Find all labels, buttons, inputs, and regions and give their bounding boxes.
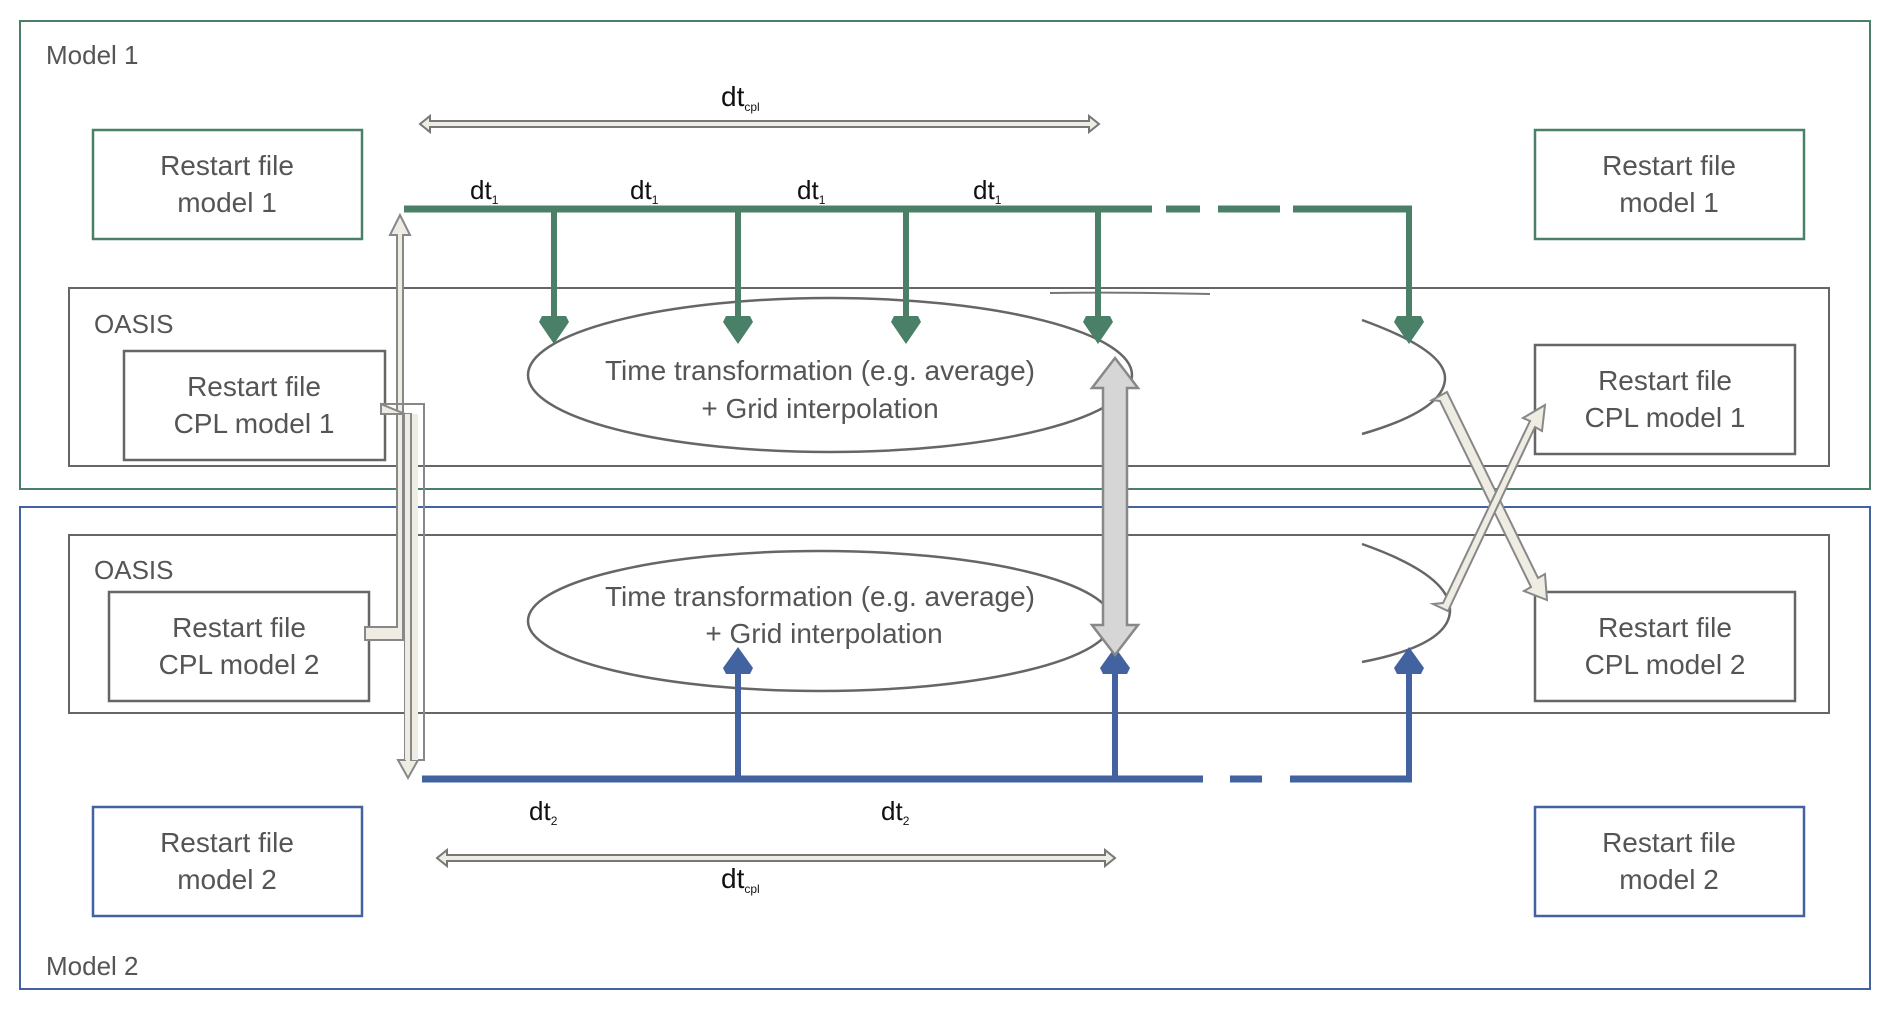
- timestep-label: dt2: [529, 796, 558, 828]
- bidirectional-exchange-arrow: [1089, 355, 1141, 658]
- svg-text:CPL model 1: CPL model 1: [1585, 402, 1746, 433]
- model2-title: Model 2: [46, 951, 139, 981]
- svg-text:model 1: model 1: [177, 187, 277, 218]
- timestep-label: dt1: [973, 175, 1002, 207]
- oasis2-container: [68, 534, 1830, 714]
- coupling-period-arrow-bottom: [435, 847, 1117, 869]
- model1-send-arrow: [891, 209, 921, 344]
- svg-text:Time transformation (e.g. aver: Time transformation (e.g. average): [605, 581, 1035, 612]
- restart-file-model2-left: Restart file model 2: [91, 805, 364, 918]
- model2-send-arrows: [723, 647, 1424, 779]
- coupling-period-arrow-top: [418, 113, 1101, 135]
- timestep-label: dt2: [881, 796, 910, 828]
- restart-file-cpl-model1-left: Restart file CPL model 1: [122, 349, 387, 462]
- oasis1-title: OASIS: [94, 309, 173, 339]
- restart-file-cpl-model2-right: Restart file CPL model 2: [1533, 590, 1797, 703]
- model2-send-arrow: [723, 647, 753, 779]
- model1-timestep-labels: dt1 dt1 dt1 dt1: [470, 175, 1002, 207]
- cross-exchange-arrow-to-cpl-model1: [1429, 403, 1547, 613]
- svg-text:CPL model 2: CPL model 2: [1585, 649, 1746, 680]
- coupling-period-label-bottom: dtcpl: [721, 863, 760, 896]
- model1-container: [19, 20, 1871, 490]
- cross-exchange-arrow-to-cpl-model2: [1428, 390, 1549, 602]
- restart-file-model2-right: Restart file model 2: [1533, 805, 1806, 918]
- restart-file-cpl-model2-left: Restart file CPL model 2: [107, 590, 371, 703]
- restart-file-cpl-model1-right: Restart file CPL model 1: [1533, 343, 1797, 456]
- timestep-label: dt1: [797, 175, 826, 207]
- svg-text:Restart file: Restart file: [1598, 365, 1732, 396]
- svg-text:Restart file: Restart file: [160, 827, 294, 858]
- svg-text:Restart file: Restart file: [160, 150, 294, 181]
- timestep-label: dt1: [630, 175, 659, 207]
- oasis1-container: [68, 287, 1830, 467]
- svg-text:Restart file: Restart file: [1602, 150, 1736, 181]
- svg-text:model 2: model 2: [1619, 864, 1719, 895]
- model2-timestep-labels: dt2 dt2: [529, 796, 910, 828]
- coupling-period-label-top: dtcpl: [721, 81, 760, 114]
- model1-send-arrows: [539, 209, 1424, 344]
- svg-text:Restart file: Restart file: [1598, 612, 1732, 643]
- model1-send-arrow: [1083, 209, 1113, 344]
- model1-send-arrow: [723, 209, 753, 344]
- model2-send-arrow: [1100, 647, 1130, 779]
- restart-file-model1-right: Restart file model 1: [1533, 128, 1806, 241]
- svg-text:+ Grid interpolation: + Grid interpolation: [705, 618, 942, 649]
- svg-text:Restart file: Restart file: [172, 612, 306, 643]
- model1-send-arrow: [1394, 209, 1424, 344]
- svg-text:+ Grid interpolation: + Grid interpolation: [701, 393, 938, 424]
- next-ellipse-arc-top-hint: [1049, 291, 1211, 295]
- transformation-ellipse-oasis1: Time transformation (e.g. average) + Gri…: [526, 296, 1134, 454]
- transformation-ellipse-oasis2: Time transformation (e.g. average) + Gri…: [526, 549, 1114, 693]
- svg-text:CPL model 2: CPL model 2: [159, 649, 320, 680]
- svg-text:Restart file: Restart file: [187, 371, 321, 402]
- svg-text:model 1: model 1: [1619, 187, 1719, 218]
- svg-text:Restart file: Restart file: [1602, 827, 1736, 858]
- restart-file-model1-left: Restart file model 1: [91, 128, 364, 241]
- model1-send-arrow: [539, 209, 569, 344]
- svg-text:Time transformation (e.g. aver: Time transformation (e.g. average): [605, 355, 1035, 386]
- svg-text:model 2: model 2: [177, 864, 277, 895]
- timestep-label: dt1: [470, 175, 499, 207]
- next-ellipse-arc-oasis1: [1361, 318, 1447, 436]
- model2-send-arrow: [1394, 647, 1424, 779]
- svg-text:CPL model 1: CPL model 1: [174, 408, 335, 439]
- model2-container: [19, 506, 1871, 990]
- restart-exchange-connector-left: [364, 212, 425, 781]
- oasis2-title: OASIS: [94, 555, 173, 585]
- model1-title: Model 1: [46, 40, 139, 70]
